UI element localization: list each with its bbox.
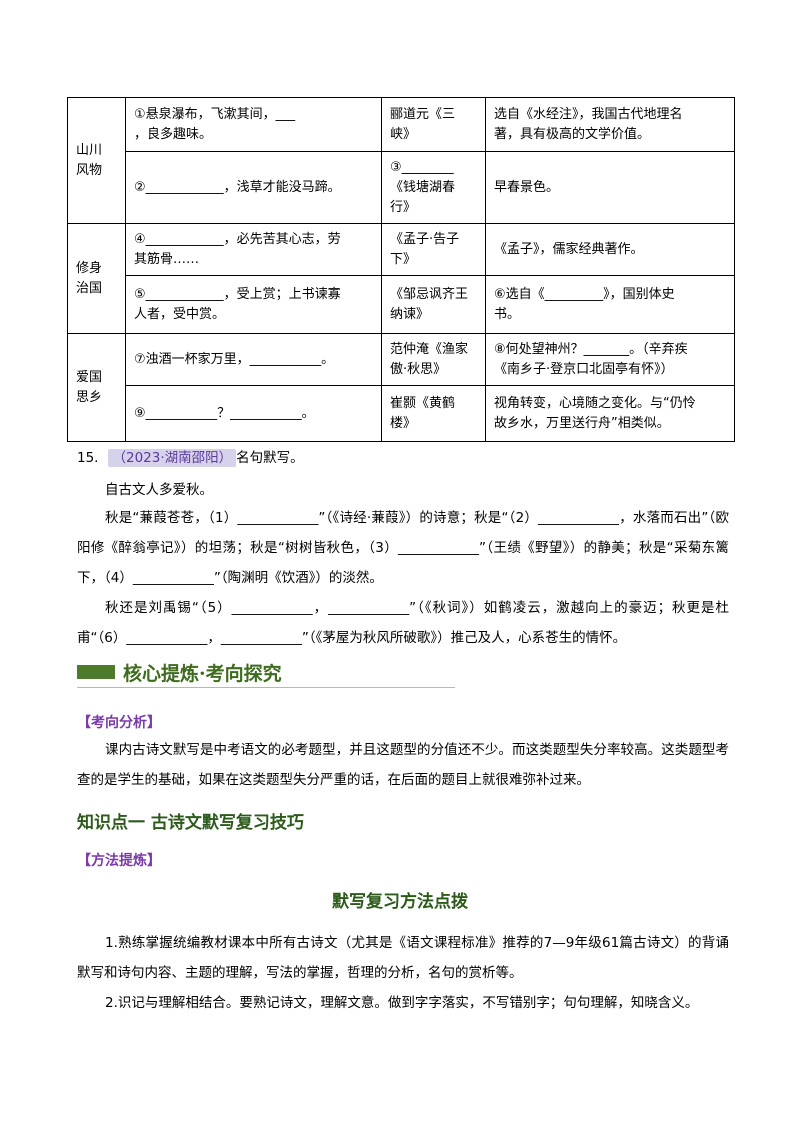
method-paragraph-2: 2.识记与理解相结合。要熟记诗文，理解文意。做到字字落实，不写错别字；句句理解，… xyxy=(105,995,699,1011)
section-banner: 核心提炼·考向探究 xyxy=(77,656,455,688)
source-cell: 范仲淹《渔家 傲·秋思》 xyxy=(381,333,486,386)
source-cell: ③________ 《钱塘湖春 行》 xyxy=(381,151,486,224)
poem-line-cell: ④____________，必先苦其心志，劳 其筋骨…… xyxy=(125,223,382,276)
method-paragraph-1: 1.熟练掌握统编教材课本中所有古诗文（尤其是《语文课程标准》推荐的7—9年级61… xyxy=(77,935,729,981)
analysis-header: 【考向分析】 xyxy=(77,715,161,731)
method-header: 【方法提炼】 xyxy=(77,853,161,869)
banner-title: 核心提炼·考向探究 xyxy=(123,663,282,685)
category-cell: 修身 治国 xyxy=(67,223,126,334)
banner-bar-icon xyxy=(77,665,115,679)
category-cell: 山川 风物 xyxy=(67,97,126,224)
question-title: 名句默写。 xyxy=(236,450,304,466)
note-cell: 早春景色。 xyxy=(485,151,735,224)
poetry-table: 山川 风物 ①悬泉瀑布，飞漱其间，___ ，良多趣味。 郦道元《三 峡》 选自《… xyxy=(67,97,735,442)
poem-line-cell: ②____________，浅草才能没马蹄。 xyxy=(125,151,382,224)
note-cell: ⑥选自《_________》，国别体史 书。 xyxy=(485,275,735,334)
source-cell: 崔颢《黄鹤 楼》 xyxy=(381,385,486,442)
source-tag: （2023·湖南邵阳） xyxy=(108,449,237,467)
table-row: 山川 风物 ①悬泉瀑布，飞漱其间，___ ，良多趣味。 郦道元《三 峡》 选自《… xyxy=(67,97,735,224)
analysis-body: 课内古诗文默写是中考语文的必考题型，并且这题型的分值还不少。而这类题型失分率较高… xyxy=(77,742,729,788)
table-row: ⑨___________？___________。 崔颢《黄鹤 楼》 视角转变，… xyxy=(68,385,735,442)
note-cell: 《孟子》，儒家经典著作。 xyxy=(485,223,735,276)
question-intro: 自古文人多爱秋。 xyxy=(105,482,213,498)
poem-line-cell: ①悬泉瀑布，飞漱其间，___ ，良多趣味。 xyxy=(125,97,382,152)
banner-rule xyxy=(77,687,455,688)
question-paragraph-2: 秋还是刘禹锡“（5）____________，____________”（《秋词… xyxy=(77,600,729,646)
question-15-heading: 15. （2023·湖南邵阳）名句默写。 xyxy=(77,448,304,468)
note-cell: 选自《水经注》，我国古代地理名 著，具有极高的文学价值。 xyxy=(485,97,735,152)
source-cell: 《孟子·告子 下》 xyxy=(381,223,486,276)
poem-line-cell: ⑨___________？___________。 xyxy=(125,385,382,442)
question-paragraph-1: 秋是“蒹葭苍苍，（1）____________”（《诗经·蒹葭》）的诗意；秋是“… xyxy=(77,510,729,586)
poem-line-cell: ⑤____________，受上赏；上书谏寡 人者，受中赏。 xyxy=(125,275,382,334)
category-cell: 爱国 思乡 xyxy=(67,333,126,442)
note-cell: 视角转变，心境随之变化。与“仍怜 故乡水，万里送行舟”相类似。 xyxy=(485,385,735,442)
knowledge-point-title: 知识点一 古诗文默写复习技巧 xyxy=(77,813,304,833)
source-cell: 《邹忌讽齐王 纳谏》 xyxy=(381,275,486,334)
question-number: 15. xyxy=(77,450,99,466)
poem-line-cell: ⑦浊酒一杯家万里，___________。 xyxy=(125,333,382,386)
table-row: ②____________，浅草才能没马蹄。 ③________ 《钱塘湖春 行… xyxy=(68,151,735,224)
method-title: 默写复习方法点拨 xyxy=(332,892,468,912)
table-row: ⑤____________，受上赏；上书谏寡 人者，受中赏。 《邹忌讽齐王 纳谏… xyxy=(68,275,735,334)
table-row: 爱国 思乡 ⑦浊酒一杯家万里，___________。 范仲淹《渔家 傲·秋思》… xyxy=(67,333,735,442)
table-row: 修身 治国 ④____________，必先苦其心志，劳 其筋骨…… 《孟子·告… xyxy=(67,223,735,334)
note-cell: ⑧何处望神州？_______。（辛弃疾 《南乡子·登京口北固亭有怀》） xyxy=(485,333,735,386)
source-cell: 郦道元《三 峡》 xyxy=(381,97,486,152)
